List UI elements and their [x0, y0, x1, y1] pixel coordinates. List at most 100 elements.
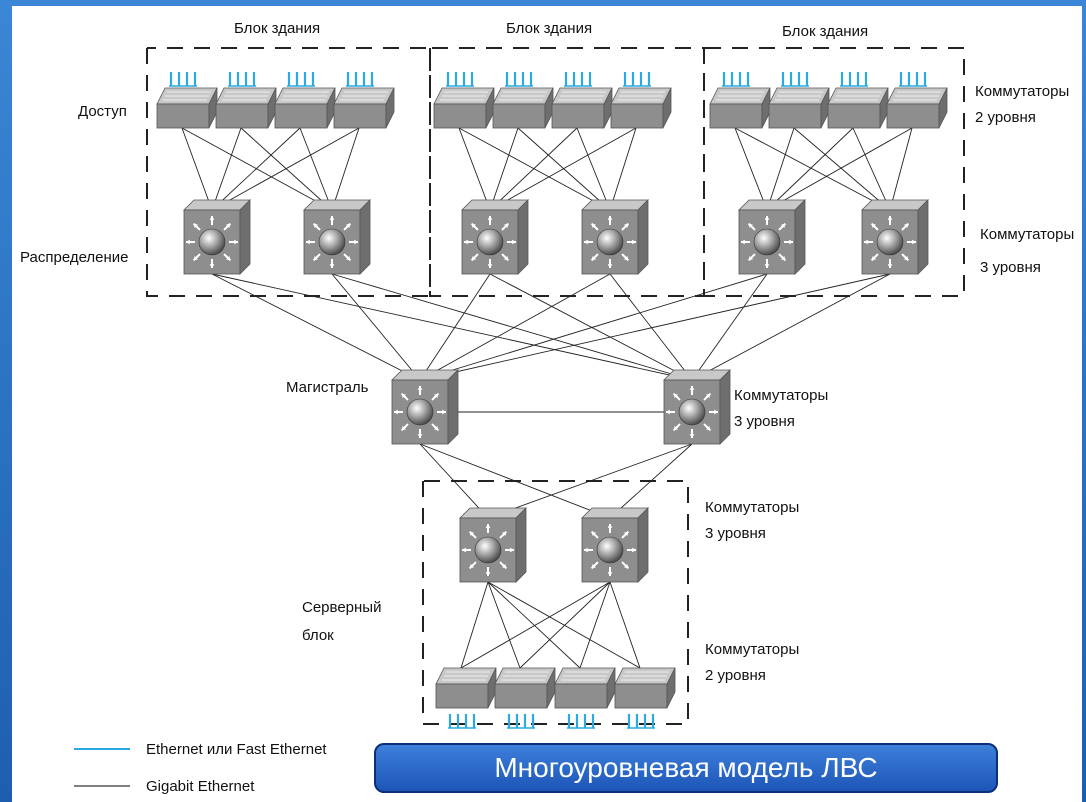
distribution-switch-2-1 — [461, 199, 529, 275]
core-switch-1 — [391, 369, 459, 445]
link-access-3-1-dist-1 — [734, 127, 768, 211]
title-text: Многоуровневая модель ЛВС — [494, 752, 878, 783]
blocks-layer — [146, 47, 965, 725]
level2-label-server: 2 уровня — [705, 667, 766, 684]
link-access-1-2-dist-1 — [211, 127, 242, 211]
server-l2-switch-4 — [614, 667, 676, 729]
switches-label-server-l3: Коммутаторы — [705, 499, 799, 516]
server-l2-switch-1 — [435, 667, 497, 729]
server-l3-switch-1 — [459, 507, 527, 583]
switches-label-server-l2: Коммутаторы — [705, 641, 799, 658]
access-label: Доступ — [78, 103, 127, 120]
distribution-switch-1-2 — [303, 199, 371, 275]
switches-label-core: Коммутаторы — [734, 387, 828, 404]
server-l2-switch-3 — [554, 667, 616, 729]
link-access-2-3-dist-2 — [576, 127, 611, 211]
access-switch-1-4 — [333, 72, 395, 129]
access-switch-1-2 — [215, 72, 277, 129]
title-banner: Многоуровневая модель ЛВС — [374, 743, 998, 793]
core-switch-2 — [663, 369, 731, 445]
link-server3-1-server2-4 — [487, 581, 641, 669]
link-access-3-2-dist-2 — [793, 127, 891, 211]
link-server3-1-server2-1 — [460, 581, 489, 669]
link-server3-2-server2-1 — [460, 581, 611, 669]
link-access-1-3-dist-1 — [211, 127, 301, 211]
link-dist-1-1-core-1 — [211, 273, 421, 381]
link-dist-1-2-core-2 — [331, 273, 693, 381]
link-access-3-1-dist-2 — [734, 127, 891, 211]
link-access-2-2-dist-1 — [489, 127, 519, 211]
link-access-2-4-dist-1 — [489, 127, 637, 211]
building-block-1-outline — [146, 47, 431, 297]
link-dist-1-1-core-2 — [211, 273, 693, 381]
link-access-3-4-dist-2 — [889, 127, 913, 211]
access-switch-2-2 — [492, 72, 554, 129]
link-access-1-1-dist-2 — [181, 127, 333, 211]
link-server3-1-server2-2 — [487, 581, 521, 669]
link-dist-1-2-core-1 — [331, 273, 421, 381]
level3-label-distribution: 3 уровня — [980, 259, 1041, 276]
building-block-label-1: Блок здания — [234, 20, 320, 37]
access-switch-3-1 — [709, 72, 771, 129]
link-dist-2-2-core-1 — [419, 273, 611, 381]
link-access-2-3-dist-1 — [489, 127, 578, 211]
level3-label-core: 3 уровня — [734, 413, 795, 430]
building-block-3-outline — [703, 47, 965, 297]
access-switch-3-4 — [886, 72, 948, 129]
switches-label-distribution: Коммутаторы — [980, 226, 1074, 243]
server-block-outline — [422, 480, 689, 725]
link-access-2-1-dist-2 — [458, 127, 611, 211]
building-block-label-2: Блок здания — [506, 20, 592, 37]
core-label: Магистраль — [286, 379, 369, 396]
link-dist-3-2-core-2 — [691, 273, 891, 381]
link-access-1-2-dist-2 — [240, 127, 333, 211]
link-access-2-4-dist-2 — [609, 127, 637, 211]
legend-ethernet-label: Ethernet или Fast Ethernet — [146, 741, 327, 758]
labels-layer: Блок здания Блок здания Блок здания Дост… — [20, 20, 1074, 795]
distribution-label: Распределение — [20, 249, 129, 266]
link-access-2-2-dist-2 — [517, 127, 611, 211]
link-access-1-3-dist-2 — [299, 127, 333, 211]
link-access-1-4-dist-1 — [211, 127, 360, 211]
access-switch-2-3 — [551, 72, 613, 129]
link-dist-2-1-core-1 — [419, 273, 491, 381]
link-dist-3-1-core-1 — [419, 273, 768, 381]
switches-label-access: Коммутаторы — [975, 83, 1069, 100]
link-dist-3-2-core-1 — [419, 273, 891, 381]
access-switch-2-4 — [610, 72, 672, 129]
link-access-1-1-dist-1 — [181, 127, 213, 211]
diagram-canvas: Блок здания Блок здания Блок здания Дост… — [12, 6, 1082, 802]
link-access-3-2-dist-1 — [766, 127, 795, 211]
link-access-3-3-dist-2 — [852, 127, 891, 211]
link-dist-2-2-core-2 — [609, 273, 693, 381]
devices-layer — [156, 72, 948, 729]
link-dist-3-1-core-2 — [691, 273, 768, 381]
link-access-3-4-dist-1 — [766, 127, 913, 211]
legend-gigabit-label: Gigabit Ethernet — [146, 778, 255, 795]
building-block-label-3: Блок здания — [782, 23, 868, 40]
server-l3-switch-2 — [581, 507, 649, 583]
server-l2-switch-2 — [494, 667, 556, 729]
network-diagram: Блок здания Блок здания Блок здания Дост… — [20, 20, 1074, 795]
distribution-switch-1-1 — [183, 199, 251, 275]
access-switch-1-3 — [274, 72, 336, 129]
link-server3-2-server2-2 — [519, 581, 611, 669]
link-server3-2-server2-3 — [579, 581, 611, 669]
server-block-label-line2: блок — [302, 627, 334, 644]
link-server3-2-server2-4 — [609, 581, 641, 669]
link-server3-1-server2-3 — [487, 581, 581, 669]
access-switch-3-2 — [768, 72, 830, 129]
link-access-3-3-dist-1 — [766, 127, 854, 211]
links-layer — [181, 127, 913, 669]
distribution-switch-3-1 — [738, 199, 806, 275]
server-block-label-line1: Серверный — [302, 599, 381, 616]
access-switch-1-1 — [156, 72, 218, 129]
distribution-switch-2-2 — [581, 199, 649, 275]
access-switch-3-3 — [827, 72, 889, 129]
link-dist-2-1-core-2 — [489, 273, 693, 381]
level3-label-server: 3 уровня — [705, 525, 766, 542]
distribution-switch-3-2 — [861, 199, 929, 275]
link-access-2-1-dist-1 — [458, 127, 491, 211]
level2-label-access: 2 уровня — [975, 109, 1036, 126]
link-access-1-4-dist-2 — [331, 127, 360, 211]
